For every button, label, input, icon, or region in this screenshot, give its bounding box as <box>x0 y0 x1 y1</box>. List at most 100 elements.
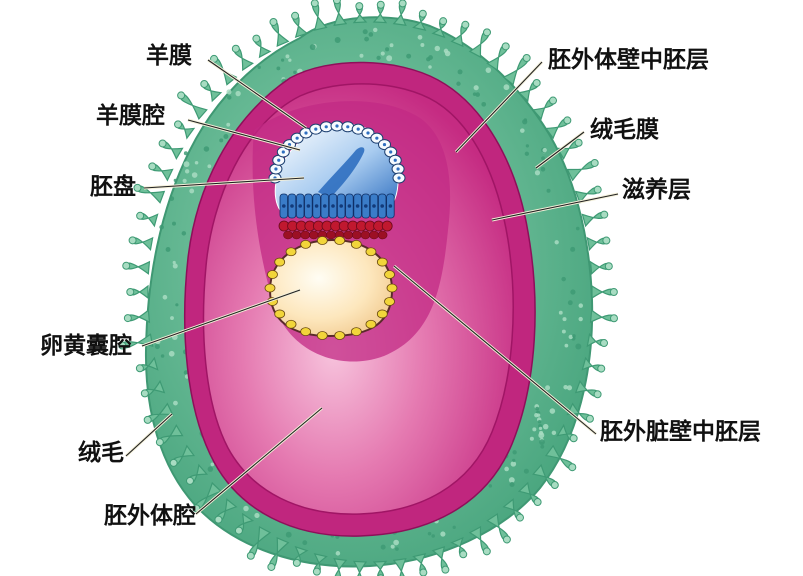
villus-tip <box>600 339 609 348</box>
villus-speckle <box>154 344 160 350</box>
villus-speckle <box>280 58 285 62</box>
villus-speckle <box>542 423 549 430</box>
villus-speckle <box>510 461 517 467</box>
villus-branch <box>179 93 208 120</box>
leader-lines-dark <box>125 59 619 515</box>
amnion-cell-nucleus <box>366 131 370 135</box>
villus-speckle <box>207 164 212 169</box>
amnion-cell-nucleus <box>335 124 339 128</box>
villus-speckle <box>173 178 177 182</box>
yolk-sac-cell <box>376 309 388 319</box>
villus-tip <box>418 9 427 18</box>
epiblast-cell-nucleus <box>306 204 311 208</box>
villus-speckle <box>257 65 261 70</box>
villus-tip <box>310 0 319 8</box>
epiblast-cell-nucleus <box>323 204 327 208</box>
villus-speckle <box>390 544 395 549</box>
yolk-sac-cell <box>350 327 362 337</box>
yolk-sac-cell <box>267 270 278 279</box>
villus-speckle <box>194 160 199 165</box>
hypoblast-cell <box>291 230 302 240</box>
villus-tip <box>502 535 511 544</box>
villus-speckle <box>160 354 165 358</box>
villus-speckle <box>443 48 449 54</box>
villus-speckle <box>159 224 165 230</box>
epiblast-cell-nucleus <box>314 204 319 208</box>
villus-speckle <box>368 32 374 37</box>
villus-tip <box>533 498 542 507</box>
villus-branch <box>353 560 368 576</box>
villus-speckle <box>183 370 189 375</box>
hypoblast-cell <box>377 230 388 240</box>
leader-trophoblast-core <box>491 193 619 221</box>
villus-tip <box>461 20 470 29</box>
leader-amniotic-cavity-core <box>187 119 301 151</box>
villus-speckle <box>226 122 231 127</box>
villus-speckle <box>473 85 479 91</box>
villus-speckle <box>504 466 509 472</box>
yolk-sac-cell <box>285 247 297 257</box>
label-amnion: 羊膜 <box>146 43 192 69</box>
villus-tip <box>312 567 321 576</box>
label-trophoblast: 滋养层 <box>622 177 691 203</box>
villus-tip <box>136 211 145 220</box>
yolk-sac-cell <box>316 236 328 245</box>
villus-speckle <box>226 89 232 95</box>
villus-tip <box>459 550 468 559</box>
villus-branch <box>589 309 615 324</box>
villus-speckle <box>207 466 214 472</box>
villus-tip <box>482 547 491 556</box>
villus-tip <box>252 34 261 43</box>
villus-speckle <box>540 444 545 449</box>
amniotic-sac <box>268 120 406 219</box>
villus-speckle <box>509 481 515 488</box>
villus-speckle <box>380 51 385 56</box>
villus-tip <box>135 364 144 373</box>
villus-speckle <box>534 170 541 176</box>
villus-speckle <box>488 484 493 488</box>
villus-speckle <box>288 58 292 62</box>
yolk-sac-cell <box>386 283 398 293</box>
villus-speckle <box>373 27 378 33</box>
villus-tip <box>609 288 618 296</box>
villus-tip <box>597 364 606 373</box>
villus-speckle <box>393 539 399 546</box>
villus-speckle <box>364 36 369 42</box>
villus-tip <box>563 116 572 125</box>
villus-speckle <box>276 66 281 71</box>
yolk-sac-cell <box>365 319 377 329</box>
label-chorion: 绒毛膜 <box>590 117 659 143</box>
villus-speckle <box>395 547 399 551</box>
villus-speckle <box>562 317 567 322</box>
yolk-sac-cell <box>274 309 286 319</box>
epiblast-cell-nucleus <box>298 204 303 208</box>
villus-speckle <box>182 178 187 183</box>
yolk-sac-cells <box>264 236 398 340</box>
villus-tip <box>515 513 524 522</box>
villus-speckle <box>210 462 215 467</box>
villus-speckle <box>554 240 559 245</box>
villus-speckle <box>183 151 188 156</box>
villus-tip <box>269 17 278 26</box>
villus-speckle <box>243 505 249 512</box>
villus-speckle <box>512 458 516 463</box>
villus-tip <box>532 78 541 87</box>
villus-tip <box>568 463 577 472</box>
villus-speckle <box>170 316 174 320</box>
epiblast-cell-nucleus <box>388 204 393 208</box>
villus-speckle <box>535 406 540 411</box>
villus-speckle <box>529 436 534 441</box>
leader-chorion-core <box>535 131 585 169</box>
villus-speckle <box>434 45 440 52</box>
villus-speckle <box>172 260 176 265</box>
hypoblast-cell <box>308 230 319 240</box>
villus-speckle <box>551 430 557 436</box>
villus-tip <box>376 0 385 9</box>
villus-tip <box>158 139 167 148</box>
villus-speckle <box>359 53 364 58</box>
villus-speckle <box>380 544 386 550</box>
villus-tip <box>441 565 450 574</box>
hypoblast-cell <box>360 230 371 240</box>
villus-speckle <box>539 439 545 446</box>
